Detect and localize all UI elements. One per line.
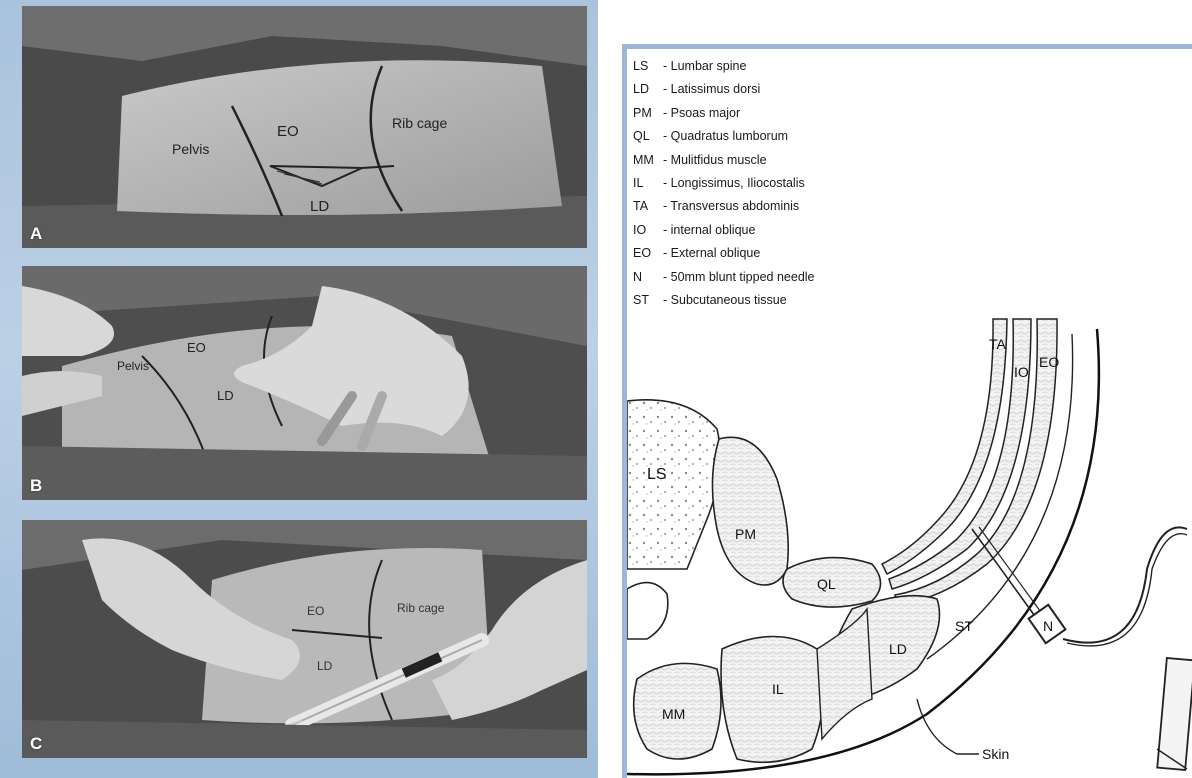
label-skin: Skin (982, 746, 1009, 762)
mark-ribcage-c: Rib cage (397, 601, 445, 615)
label-ta: TA (989, 336, 1007, 352)
photo-c-image: EO Rib cage LD (22, 520, 587, 758)
photo-a-image: Pelvis EO Rib cage LD (22, 6, 587, 248)
photo-c-label: C (30, 734, 42, 754)
label-io: IO (1014, 364, 1029, 380)
label-pm: PM (735, 526, 756, 542)
cross-section-diagram: LS PM QL MM IL LD ST TA IO EO N Skin (627, 49, 1192, 778)
photo-c: EO Rib cage LD C (22, 520, 587, 758)
photo-panel: Pelvis EO Rib cage LD A Pelvis EO LD B (0, 0, 598, 778)
photo-a-label: A (30, 224, 42, 244)
label-il: IL (772, 681, 784, 697)
photo-b: Pelvis EO LD B (22, 266, 587, 500)
mark-pelvis-a: Pelvis (172, 141, 209, 157)
photo-a: Pelvis EO Rib cage LD A (22, 6, 587, 248)
lumbar-spine (627, 400, 720, 639)
needle-assembly (972, 527, 1192, 770)
photo-b-image: Pelvis EO LD (22, 266, 587, 500)
mark-pelvis-b: Pelvis (117, 359, 149, 373)
mark-eo-c: EO (307, 604, 324, 618)
photo-b-label: B (30, 476, 42, 496)
ta-muscle (882, 319, 1007, 574)
label-ql: QL (817, 576, 836, 592)
mark-ld-b: LD (217, 388, 234, 403)
label-ls: LS (647, 466, 667, 483)
mark-eo-b: EO (187, 340, 206, 355)
mark-ld-a: LD (310, 198, 329, 215)
mark-ld-c: LD (317, 659, 333, 673)
pm-muscle (712, 437, 788, 585)
il-muscle (721, 637, 823, 763)
label-eo: EO (1039, 354, 1059, 370)
mark-ribcage-a: Rib cage (392, 115, 447, 131)
label-mm: MM (662, 706, 685, 722)
label-n: N (1043, 618, 1053, 634)
label-st: ST (955, 618, 973, 634)
diagram-panel: LS- Lumbar spine LD- Latissimus dorsi PM… (622, 44, 1192, 778)
mark-eo-a: EO (277, 123, 299, 140)
label-ld: LD (889, 641, 907, 657)
